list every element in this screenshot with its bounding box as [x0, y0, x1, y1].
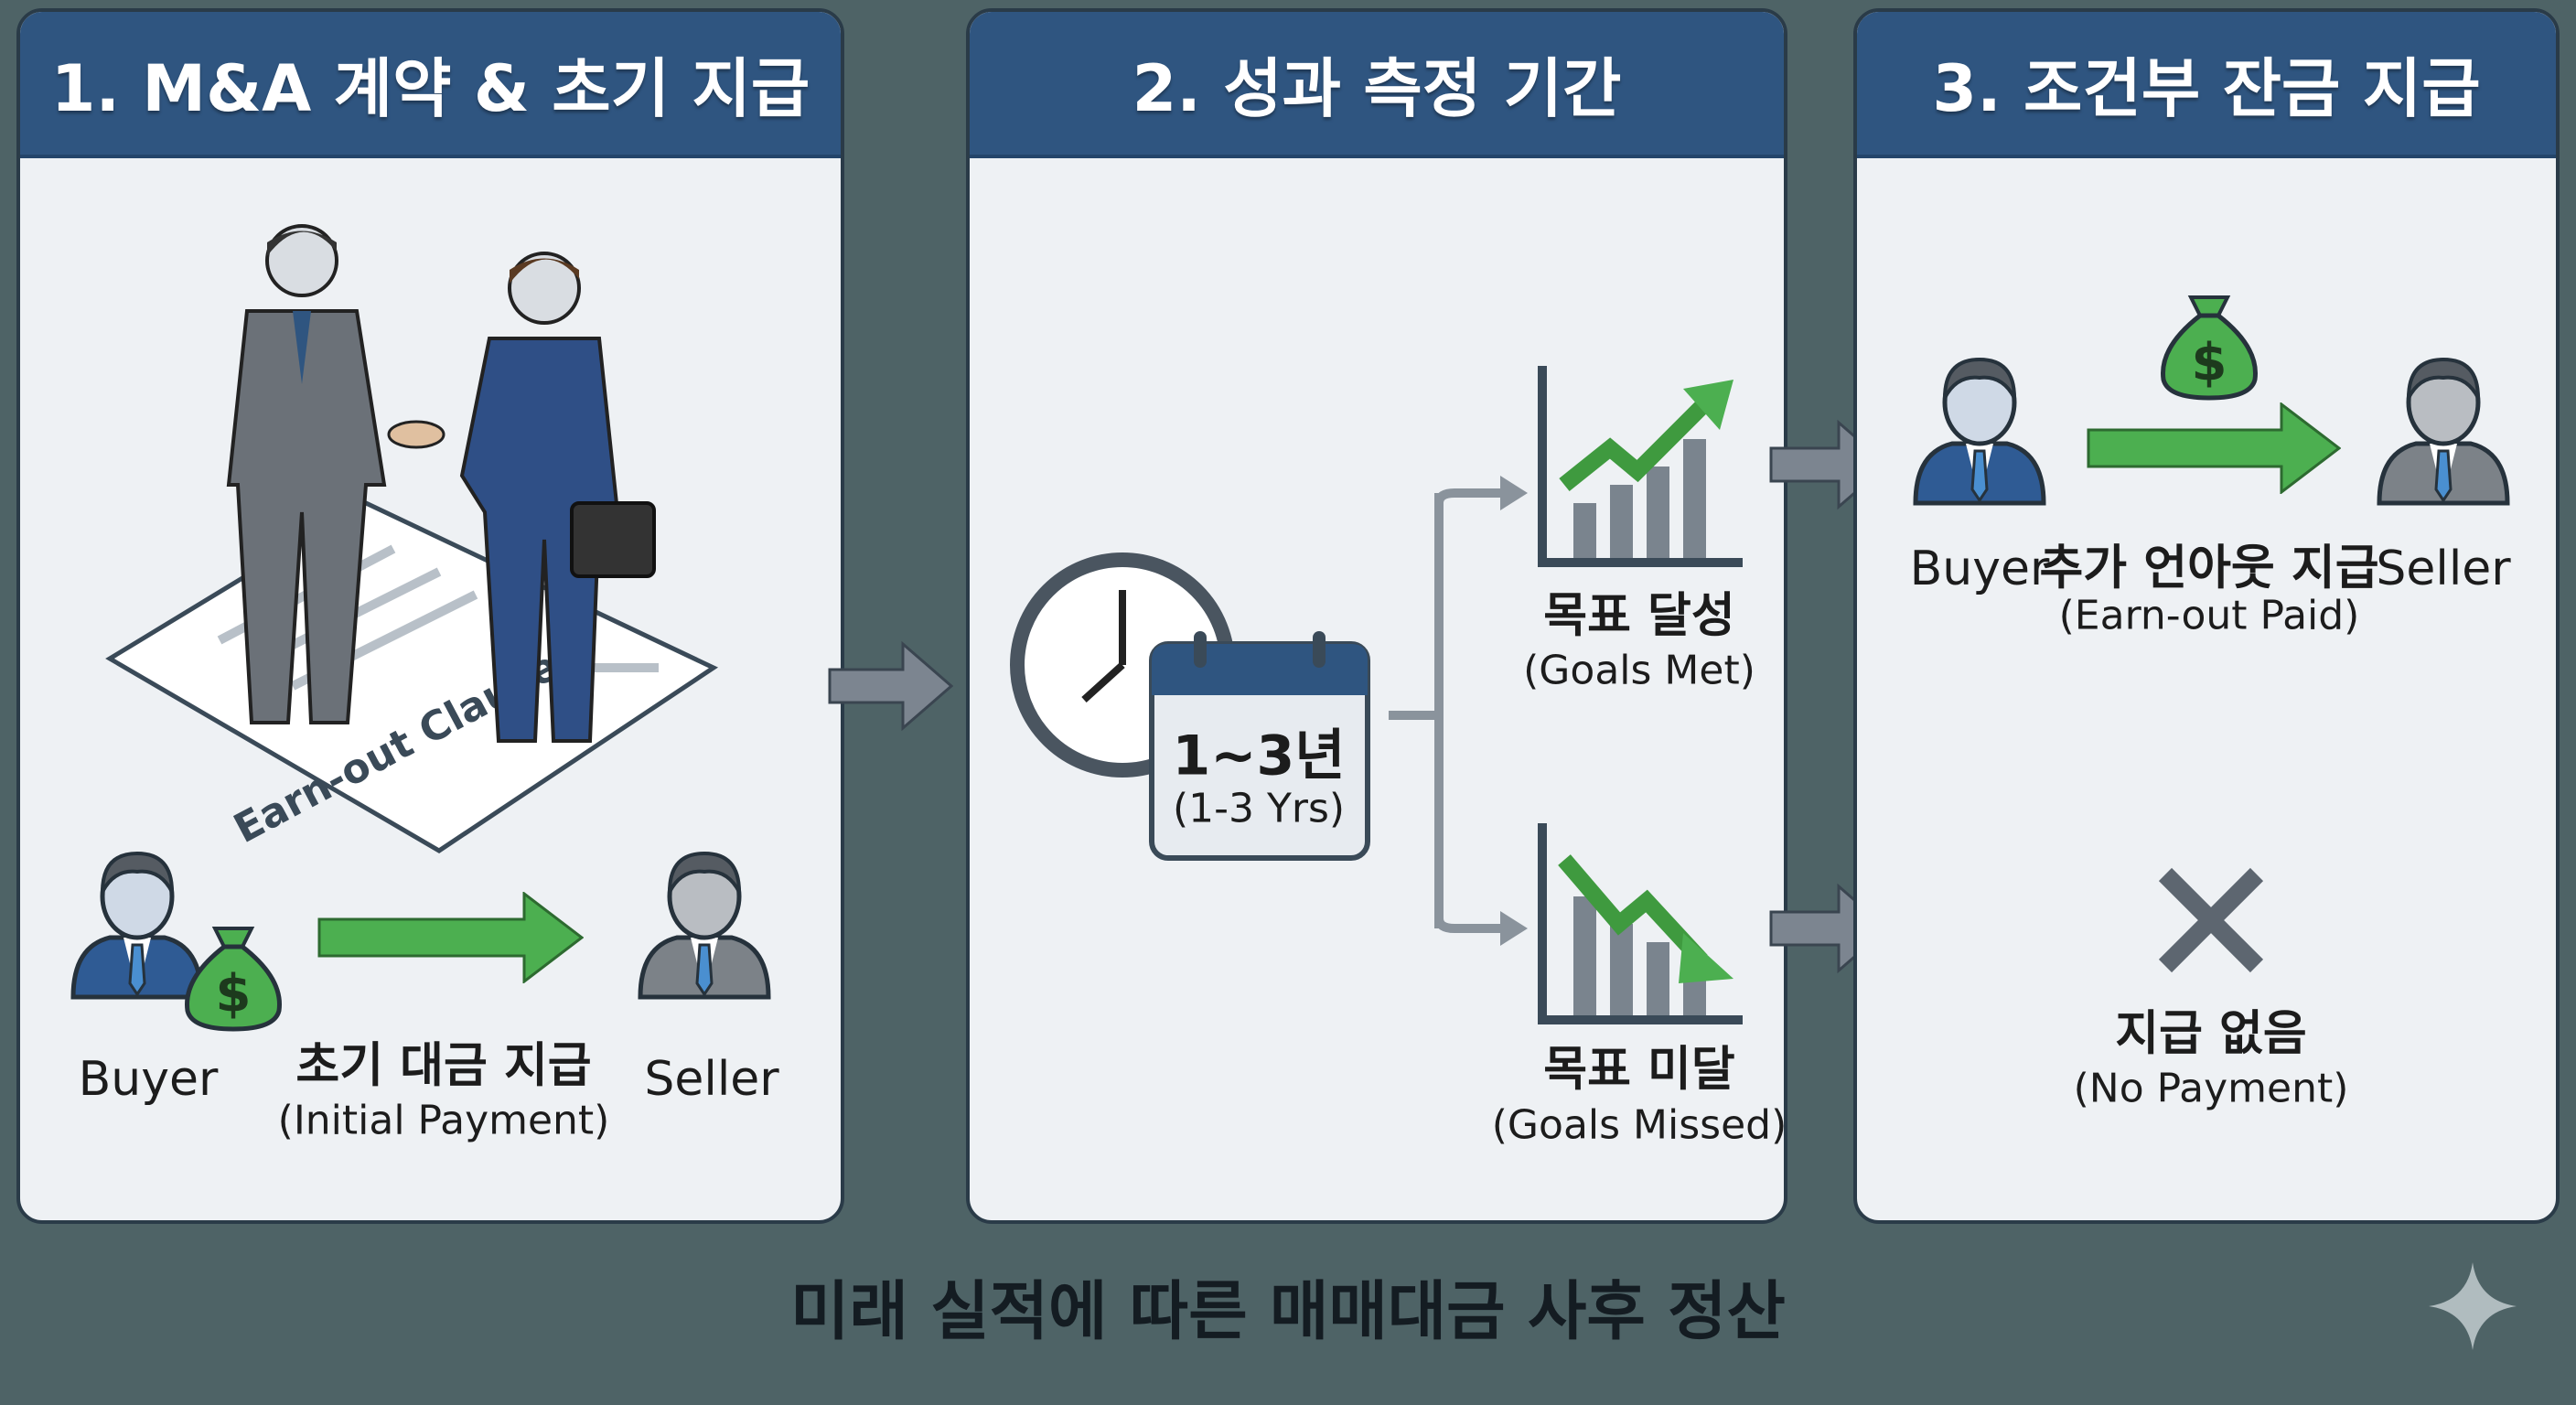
initial-payment-label: 초기 대금 지급 [295, 1038, 592, 1094]
green-arrow-icon [317, 890, 585, 985]
calendar-icon [1149, 631, 1370, 861]
panel-title: 2. 성과 측정 기간 [970, 12, 1784, 158]
buyer-icon [1906, 352, 2053, 511]
buyer-label: Buyer [1909, 542, 2050, 596]
growth-chart-icon [1538, 366, 1743, 567]
footer-caption: 미래 실적에 따른 매매대금 사후 정산 [790, 1273, 1786, 1349]
money-bag-icon: $ [178, 906, 288, 1037]
seller-icon [631, 846, 778, 1005]
goals-met-sub: (Goals Met) [1523, 647, 1755, 694]
money-bag-icon: $ [2154, 274, 2264, 406]
decline-chart-icon [1538, 823, 1743, 1024]
seller-label: Seller [644, 1052, 779, 1107]
panel-title: 1. M&A 계약 & 초기 지급 [20, 12, 841, 158]
sparkle-icon [2429, 1262, 2517, 1350]
period-sub: (1-3 Yrs) [1172, 785, 1346, 832]
flow-arrow-icon [828, 640, 954, 732]
panel-conditional-payment: 3. 조건부 잔금 지급 [1853, 8, 2560, 1224]
seller-label: Seller [2376, 542, 2511, 596]
earnout-paid-label: 추가 언아웃 지급 [2039, 541, 2379, 596]
goals-met-label: 목표 달성 [1543, 588, 1735, 644]
goals-missed-label: 목표 미달 [1543, 1042, 1735, 1098]
goals-missed-sub: (Goals Missed) [1491, 1101, 1787, 1149]
x-mark-icon [2158, 867, 2264, 973]
period-label: 1~3년 [1172, 724, 1346, 788]
svg-text:$: $ [2192, 333, 2227, 392]
buyer-icon [64, 846, 210, 1005]
green-arrow-icon [2087, 401, 2342, 496]
earnout-paid-sub: (Earn-out Paid) [2058, 592, 2360, 639]
panel-contract: 1. M&A 계약 & 초기 지급 [16, 8, 844, 1224]
no-payment-sub: (No Payment) [2073, 1065, 2349, 1112]
svg-text:$: $ [216, 964, 252, 1024]
buyer-label: Buyer [78, 1052, 219, 1107]
handshake-contract-illustration: Earn-out Clause [105, 224, 719, 853]
branch-arrows-icon [1389, 476, 1528, 946]
no-payment-label: 지급 없음 [2115, 1006, 2307, 1062]
panel-title: 3. 조건부 잔금 지급 [1857, 12, 2556, 158]
initial-payment-sub: (Initial Payment) [277, 1097, 610, 1144]
seller-icon [2370, 352, 2517, 511]
